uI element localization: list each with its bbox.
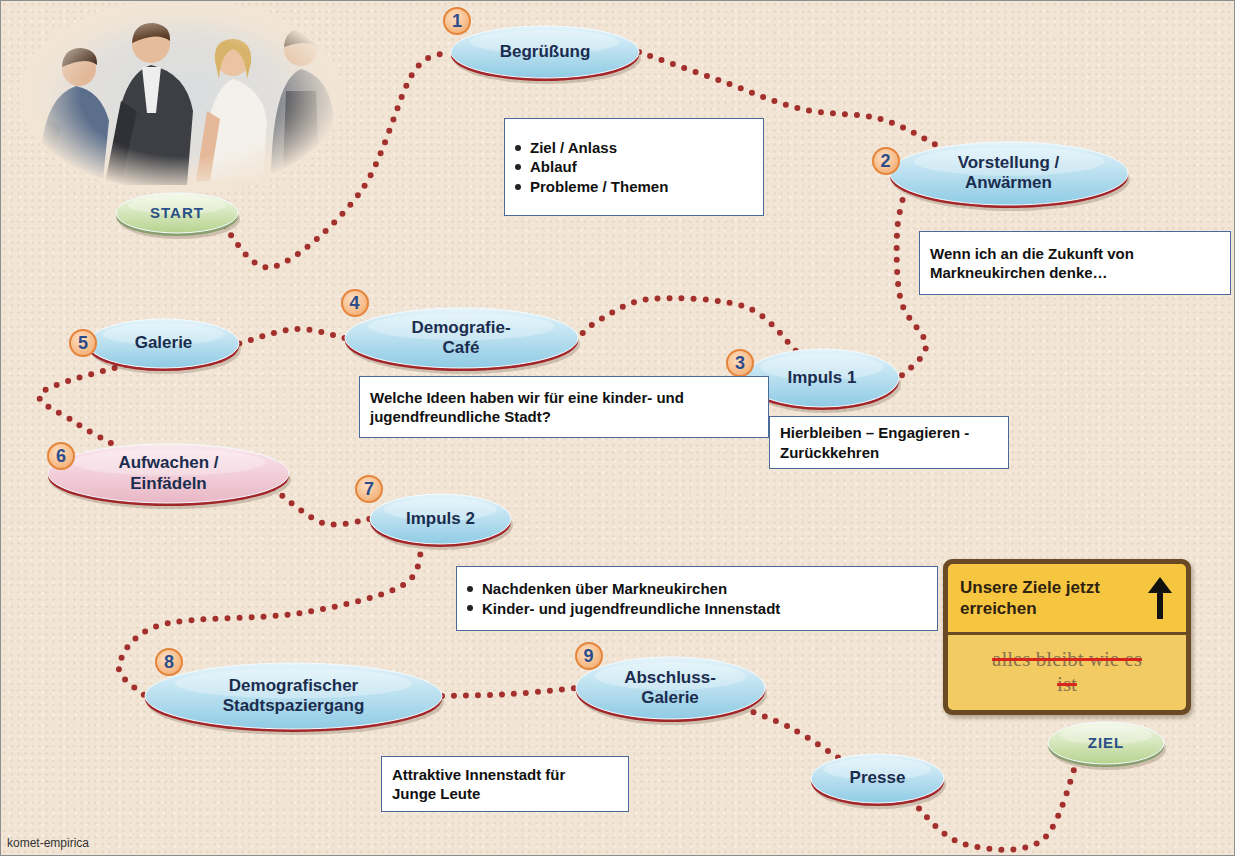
ellipse-body: [48, 444, 289, 503]
callout-number: 9: [575, 642, 603, 670]
note-box: Nachdenken über MarkneukirchenKinder- un…: [456, 566, 938, 631]
photo-ground: [19, 1, 341, 193]
step-ellipse: 8Demografischer Stadtspaziergang: [143, 660, 444, 732]
box-text: Ablauf: [530, 157, 577, 177]
callout-number: 4: [341, 289, 369, 317]
bullet-item: Ablauf: [515, 157, 753, 177]
callout-number: 7: [355, 475, 383, 503]
ellipse-body: [88, 319, 239, 368]
dotted-connector: [578, 298, 796, 351]
box-text: Probleme / Themen: [530, 177, 668, 197]
callout-number: 1: [443, 7, 471, 35]
node-label: Presse: [850, 768, 906, 788]
node-label: Vorstellung / Anwärmen: [939, 153, 1079, 194]
bullet-dot: [515, 184, 521, 190]
box-text: Kinder- und jugendfreundliche Innenstadt: [482, 599, 780, 619]
step-ellipse: 4Demografie-Café: [343, 305, 580, 371]
ellipse-body: [370, 494, 511, 544]
callout-number: 5: [69, 329, 97, 357]
dotted-connector: [742, 708, 839, 759]
box-text: Hierbleiben – Engagieren - Zurückkehren: [780, 423, 998, 462]
ellipse-body: [451, 26, 639, 78]
bullet-item: Probleme / Themen: [515, 177, 753, 197]
dotted-connector: [442, 688, 576, 696]
arrow-shape: [1148, 577, 1172, 619]
bullet-item: Nachdenken über Markneukirchen: [467, 579, 927, 599]
node-label: Impuls 1: [788, 368, 857, 388]
bullet-item: Kinder- und jugendfreundliche Innenstadt: [467, 599, 927, 619]
ellipse-body: [345, 308, 578, 368]
photo-fade: [19, 1, 341, 193]
dotted-connector: [239, 329, 345, 344]
step-ellipse: 5Galerie: [86, 316, 241, 371]
node-label: Demografie-Café: [396, 318, 526, 359]
note-box: Ziel / AnlassAblaufProbleme / Themen: [504, 118, 764, 216]
box-text: Nachdenken über Markneukirchen: [482, 579, 727, 599]
callout-number: 3: [726, 349, 754, 377]
box-text: Ziel / Anlass: [530, 138, 617, 158]
note-box: Wenn ich an die Zukunft von Markneukirch…: [919, 231, 1231, 295]
up-arrow: [1146, 575, 1174, 621]
node-label: Aufwachen / Einfädeln: [104, 453, 234, 494]
callout-number: 6: [47, 442, 75, 470]
sign-lower: alles bleibt wie es ist: [948, 635, 1186, 710]
bullet-dot: [515, 145, 521, 151]
node-label: Demografischer Stadtspaziergang: [201, 676, 386, 717]
ellipse-body: [576, 657, 765, 719]
sign-text: Unsere Ziele jetzt erreichen: [960, 577, 1136, 620]
watermark-label: komet-empirica: [7, 836, 89, 850]
dotted-connector: [224, 52, 451, 268]
node-label: Begrüßung: [500, 42, 591, 62]
start-goal-ellipse: ZIEL: [1046, 719, 1166, 767]
node-label: Impuls 2: [406, 509, 475, 529]
step-ellipse: 7Impuls 2: [368, 491, 513, 547]
ellipse-body: [811, 754, 944, 803]
ellipse-body: [1048, 722, 1164, 764]
callout-number: 2: [872, 147, 900, 175]
town-sign: Unsere Ziele jetzt erreichen alles bleibt…: [943, 559, 1191, 715]
box-text: Attraktive Innenstadt für Junge Leute: [392, 765, 602, 804]
node-label: Galerie: [135, 333, 193, 353]
step-ellipse: 2Vorstellung / Anwärmen: [888, 139, 1130, 208]
ellipse-body: [890, 142, 1128, 205]
step-ellipse: 9Abschluss-Galerie: [574, 654, 767, 722]
bullet-dot: [467, 586, 473, 592]
bullet-dot: [467, 605, 473, 611]
note-box: Welche Ideen haben wir für eine kinder- …: [359, 376, 769, 438]
start-goal-ellipse: START: [114, 190, 240, 236]
note-box: Hierbleiben – Engagieren - Zurückkehren: [769, 416, 1009, 469]
note-box: Attraktive Innenstadt für Junge Leute: [381, 756, 629, 812]
step-ellipse: Presse: [809, 751, 946, 806]
sign-upper: Unsere Ziele jetzt erreichen: [948, 564, 1186, 632]
step-ellipse: 1Begrüßung: [449, 23, 641, 81]
box-text: Wenn ich an die Zukunft von Markneukirch…: [930, 244, 1220, 283]
callout-number: 8: [155, 648, 183, 676]
node-label: Abschluss-Galerie: [615, 668, 725, 709]
step-ellipse: 6 Aufwachen / Einfädeln: [46, 441, 291, 506]
ellipse-body: [145, 663, 442, 729]
dotted-connector: [39, 365, 125, 447]
youth-photo: [1, 1, 341, 201]
bullet-dot: [515, 164, 521, 170]
ellipse-body: [116, 193, 238, 233]
node-label: ZIEL: [1088, 734, 1125, 752]
box-text: Welche Ideen haben wir für eine kinder- …: [370, 388, 700, 427]
node-label: START: [150, 204, 204, 222]
sign-crossed-text: alles bleibt wie es ist: [992, 647, 1142, 697]
bullet-item: Ziel / Anlass: [515, 138, 753, 158]
